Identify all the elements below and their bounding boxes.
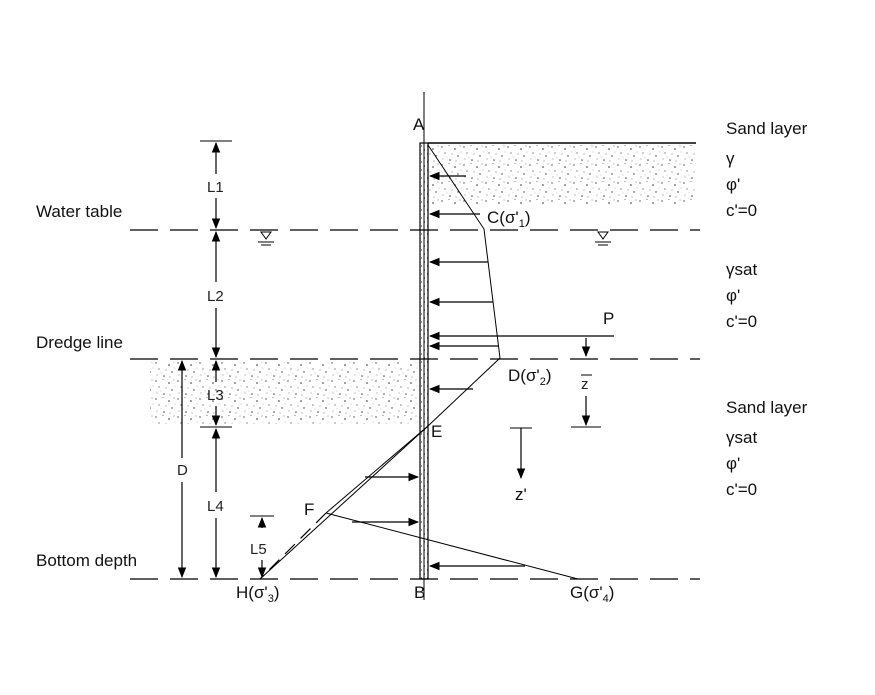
label-dist-z-prime: z': [515, 485, 527, 504]
label-point-h: H(σ'3): [236, 583, 279, 605]
label-point-a: A: [413, 115, 425, 134]
label-dim-l1: L1: [207, 179, 224, 196]
passive-line-e-f: [325, 425, 429, 514]
water-table-symbol-right: [595, 231, 611, 246]
label-dim-l2: L2: [207, 288, 224, 305]
label-point-d: D(σ'2): [508, 366, 551, 388]
label-top-layer-prop-3: c'=0: [726, 201, 757, 220]
label-middle-layer-prop-3: c'=0: [726, 312, 757, 331]
label-middle-layer-prop-1: γsat: [726, 260, 757, 279]
label-bottom-layer-prop-2: φ': [726, 454, 740, 473]
water-table-symbol-left: [258, 231, 274, 246]
label-point-c: C(σ'1): [487, 208, 530, 230]
label-dim-l4: L4: [207, 498, 224, 515]
label-dim-l5: L5: [250, 541, 267, 558]
label-bottom-layer-prop-3: c'=0: [726, 480, 757, 499]
label-dredge-line: Dredge line: [36, 333, 123, 352]
top-sand-hatch: [428, 143, 696, 205]
bottom-sand-hatch: [150, 362, 420, 424]
label-force-p: P: [603, 309, 614, 328]
label-top-layer-prop-1: γ: [726, 149, 735, 168]
label-bottom-layer-title: Sand layer: [726, 398, 808, 417]
label-point-g: G(σ'4): [570, 583, 614, 605]
label-top-layer-prop-2: φ': [726, 175, 740, 194]
passive-line-f-g: [325, 512, 579, 580]
label-bottom-layer-prop-1: γsat: [726, 428, 757, 447]
label-point-e: E: [431, 422, 442, 441]
label-dim-d: D: [177, 462, 188, 479]
label-bottom-depth: Bottom depth: [36, 551, 137, 570]
label-point-b: B: [414, 583, 425, 602]
label-point-f: F: [304, 500, 314, 519]
label-dist-z: z: [581, 376, 589, 393]
label-middle-layer-prop-2: φ': [726, 286, 740, 305]
passive-line-f-h: [259, 512, 327, 580]
label-top-layer-title: Sand layer: [726, 119, 808, 138]
label-dim-l3: L3: [207, 387, 224, 404]
label-water-table: Water table: [36, 202, 122, 221]
